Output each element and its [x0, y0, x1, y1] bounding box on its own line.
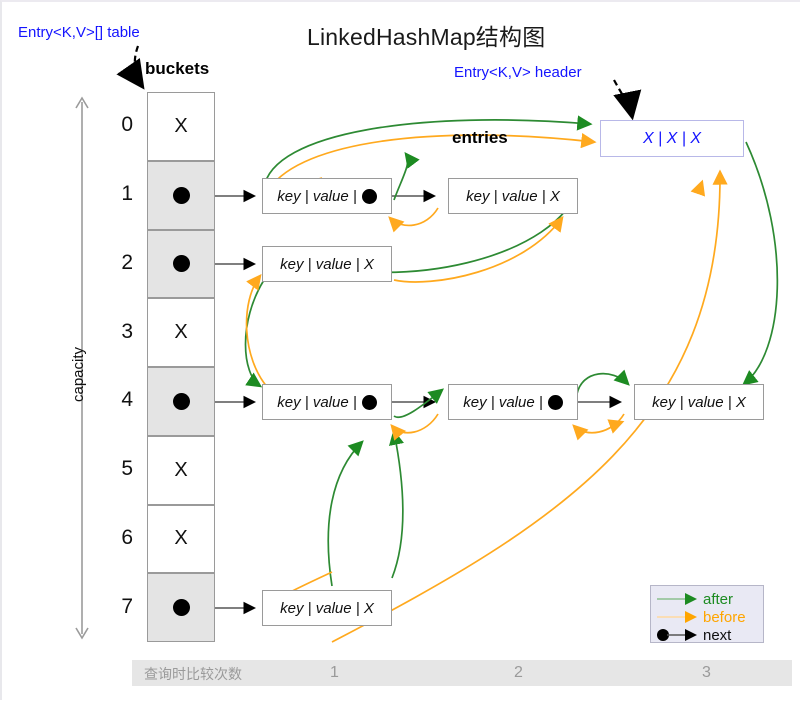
bucket-pointer-dot [172, 392, 190, 410]
legend: after before next [650, 585, 764, 644]
entry-node-b1-1[interactable]: key | value | [262, 178, 392, 214]
legend-item-after: after [657, 590, 757, 608]
entry-node-text: key | value | X [280, 599, 374, 617]
header-node[interactable]: X | X | X [600, 120, 744, 157]
header-label-pointer [613, 79, 642, 121]
entry-node-b4-1[interactable]: key | value | [262, 384, 392, 420]
entry-node-b4-2[interactable]: key | value | [448, 384, 578, 420]
bucket-pointer-dot [172, 599, 190, 617]
bucket-cell-2[interactable] [147, 229, 215, 299]
entry-node-text: key | value | [277, 393, 357, 411]
capacity-label: capacity [70, 346, 87, 402]
capacity-bracket [75, 96, 89, 640]
legend-item-next: next [657, 626, 757, 644]
entry-node-text: key | value | [463, 393, 543, 411]
bucket-cell-0[interactable]: X [147, 92, 215, 161]
footer-label: 查询时比较次数 [144, 666, 242, 682]
before-line-icon [657, 611, 697, 623]
footer-count-2: 2 [514, 664, 523, 681]
entry-node-b7-1[interactable]: key | value | X [262, 590, 392, 626]
after-link-header-right [742, 141, 779, 386]
table-label: Entry<K,V>[] table [18, 24, 140, 41]
entry-node-text: key | value | X [280, 255, 374, 273]
footer-count-1: 1 [330, 664, 339, 681]
legend-label-before: before [703, 608, 746, 626]
bucket-index-7: 7 [121, 594, 133, 618]
entry-node-b4-3[interactable]: key | value | X [634, 384, 764, 420]
bucket-cell-5[interactable]: X [147, 435, 215, 505]
legend-label-next: next [703, 626, 732, 644]
bucket-pointer-dot [172, 255, 190, 273]
buckets-label: buckets [145, 59, 210, 78]
bucket-cell-7[interactable] [147, 573, 215, 642]
footer-bar [132, 660, 792, 686]
entry-next-dot [361, 188, 377, 204]
bucket-index-2: 2 [121, 250, 133, 274]
next-chain-links [376, 189, 623, 409]
bucket-null-glyph: X [174, 458, 188, 481]
entries-label: entries [452, 128, 508, 147]
entry-node-b1-2[interactable]: key | value | X [448, 178, 578, 214]
bucket-cell-1[interactable] [147, 160, 215, 230]
entry-node-text: key | value | X [652, 393, 746, 411]
footer-count-3: 3 [702, 664, 711, 681]
bucket-cell-6[interactable]: X [147, 504, 215, 574]
entry-node-text: key | value | X [466, 187, 560, 205]
bucket-null-glyph: X [174, 114, 188, 137]
entry-next-dot [547, 394, 563, 410]
header-node-text: X | X | X [642, 129, 702, 147]
bucket-index-6: 6 [121, 525, 133, 549]
bucket-null-glyph: X [174, 321, 188, 344]
bucket-null-glyph: X [174, 527, 188, 550]
entry-node-text: key | value | [277, 187, 357, 205]
legend-label-after: after [703, 590, 734, 608]
page-title: LinkedHashMap结构图 [307, 24, 546, 50]
bucket-index-3: 3 [121, 319, 133, 343]
header-label: Entry<K,V> header [454, 64, 582, 81]
bucket-index-1: 1 [121, 182, 133, 206]
table-label-pointer [116, 45, 145, 90]
bucket-pointer-dot [172, 186, 190, 204]
bucket-cell-4[interactable] [147, 367, 215, 436]
bucket-cell-3[interactable]: X [147, 298, 215, 367]
bucket-index-0: 0 [121, 113, 133, 137]
legend-item-before: before [657, 608, 757, 626]
entry-next-dot [361, 394, 377, 410]
bucket-index-4: 4 [121, 388, 133, 412]
entry-node-b2-1[interactable]: key | value | X [262, 246, 392, 282]
after-line-icon [657, 593, 697, 605]
next-dot-line-icon [657, 629, 697, 641]
bucket-index-5: 5 [121, 457, 133, 481]
